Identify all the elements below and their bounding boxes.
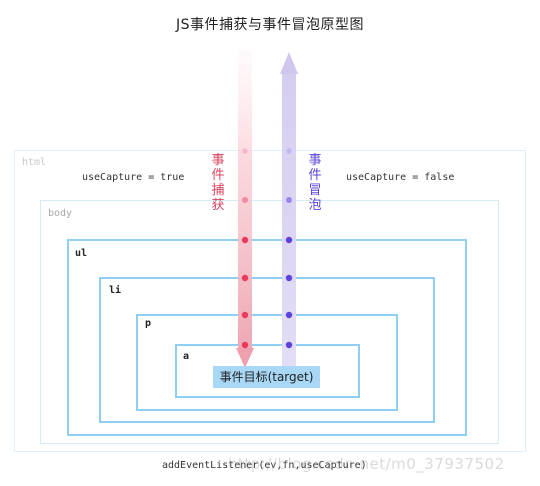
bubble-dot-body: [286, 197, 292, 203]
body-box: [40, 200, 499, 444]
li-label: li: [109, 285, 122, 296]
capture-vertical-label: 事 件 捕 获: [211, 153, 225, 213]
ul-label: ul: [75, 248, 88, 259]
bubble-dot-li: [285, 274, 293, 282]
bubble-char: 件: [308, 168, 322, 183]
capture-char: 获: [211, 198, 225, 213]
capture-dot-a: [241, 341, 249, 349]
footer-code: addEventListener(ev,fn,useCapture): [162, 460, 367, 471]
capture-dot-li: [241, 274, 249, 282]
html-label: html: [22, 157, 47, 168]
capture-arrow: [236, 50, 254, 368]
bubble-arrow: [280, 52, 298, 368]
capture-dot-ul: [241, 236, 249, 244]
a-label: a: [183, 351, 190, 362]
html-box: [14, 150, 526, 452]
capture-false-label: useCapture = false: [346, 172, 455, 183]
capture-char: 事: [211, 153, 225, 168]
watermark: http://blog.csdn.net/m0_37937502: [228, 455, 505, 473]
p-box: [136, 314, 398, 411]
p-label: p: [145, 318, 152, 329]
bubble-dot-p: [285, 311, 293, 319]
bubble-char: 泡: [308, 198, 322, 213]
capture-dot-html: [242, 148, 248, 154]
ul-box: [67, 239, 467, 436]
li-box: [99, 277, 435, 423]
capture-dots: [241, 148, 249, 349]
bubble-char: 冒: [308, 183, 322, 198]
bubble-dots: [285, 148, 293, 349]
bubble-dot-a: [285, 341, 293, 349]
capture-dot-body: [242, 197, 248, 203]
event-target-badge: 事件目标(target): [213, 366, 320, 388]
capture-dot-p: [241, 311, 249, 319]
bubble-dot-ul: [285, 236, 293, 244]
bubble-vertical-label: 事 件 冒 泡: [308, 153, 322, 213]
a-box: [175, 344, 360, 398]
bubble-dot-html: [286, 148, 292, 154]
capture-char: 件: [211, 168, 225, 183]
body-label: body: [48, 208, 73, 219]
bubble-char: 事: [308, 153, 322, 168]
diagram-title: JS事件捕获与事件冒泡原型图: [175, 17, 364, 33]
capture-char: 捕: [211, 183, 225, 198]
capture-true-label: useCapture = true: [82, 172, 185, 183]
